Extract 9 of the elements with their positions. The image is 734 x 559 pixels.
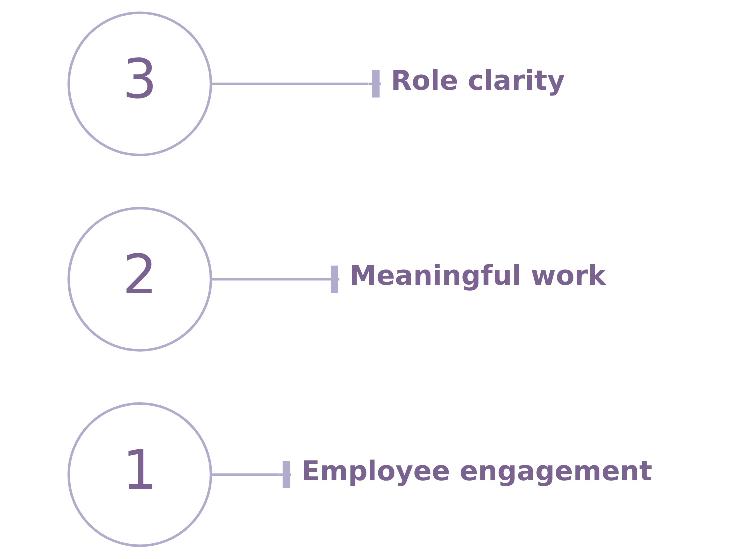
- node-text: Role clarity: [391, 66, 566, 97]
- node-text: Meaningful work: [350, 261, 606, 292]
- node-circle: 2: [68, 207, 212, 352]
- node-circle: 3: [68, 12, 212, 156]
- connector: [211, 461, 292, 488]
- connector: [211, 70, 382, 98]
- node-circle: 1: [68, 402, 212, 548]
- node-text: Employee engagement: [301, 456, 653, 488]
- connector: [211, 266, 340, 294]
